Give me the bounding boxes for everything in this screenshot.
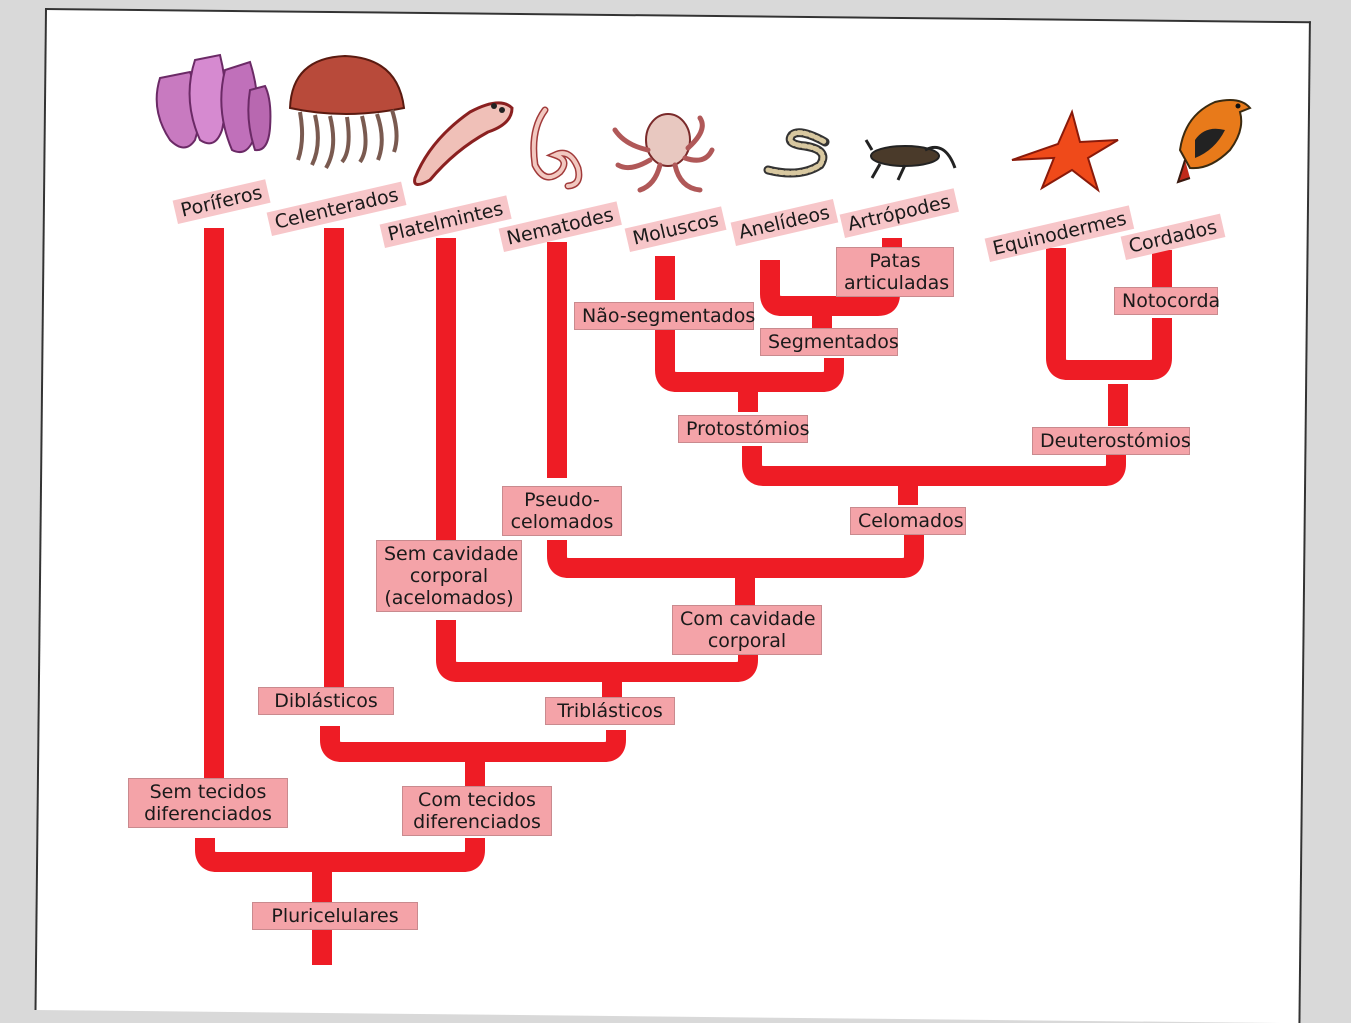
animal-icons bbox=[0, 0, 1351, 220]
starfish-icon bbox=[1012, 112, 1118, 190]
roundworm-icon bbox=[534, 110, 579, 186]
jellyfish-icon bbox=[290, 56, 404, 168]
bird-icon bbox=[1178, 100, 1250, 182]
octopus-icon bbox=[615, 114, 712, 190]
label-celomados: Celomados bbox=[850, 507, 966, 535]
flatworm-icon bbox=[415, 103, 512, 185]
label-diblasticos: Diblásticos bbox=[258, 687, 394, 715]
label-notocorda: Notocorda bbox=[1114, 287, 1218, 315]
grasshopper-icon bbox=[866, 140, 955, 180]
label-protostomios: Protostómios bbox=[678, 415, 808, 443]
earthworm-icon bbox=[768, 133, 825, 173]
label-segmentados: Segmentados bbox=[760, 328, 898, 356]
branch-blast-split bbox=[330, 726, 616, 752]
diagram-page: Poríferos Celenterados Platelmintes Nema… bbox=[0, 0, 1351, 990]
sponge-icon bbox=[157, 55, 271, 152]
branch-tissues-split bbox=[205, 838, 475, 862]
label-nao-segmentados: Não-segmentados bbox=[574, 302, 754, 330]
branch-coelom-split bbox=[557, 535, 914, 568]
label-triblasticos: Triblásticos bbox=[545, 697, 675, 725]
label-pseudocelomados: Pseudo-celomados bbox=[502, 486, 622, 536]
label-pluricelulares: Pluricelulares bbox=[252, 902, 418, 930]
label-deuterostomios: Deuterostómios bbox=[1032, 427, 1190, 455]
